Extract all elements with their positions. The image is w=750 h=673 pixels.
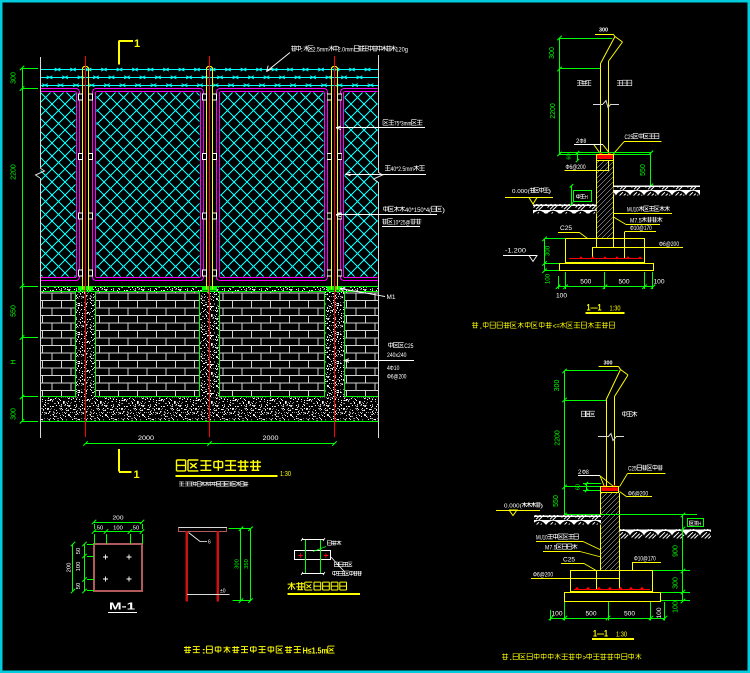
svg-text:50: 50 xyxy=(76,583,82,589)
svg-text:300: 300 xyxy=(604,361,613,367)
svg-text:.: . xyxy=(509,655,513,662)
svg-text:100: 100 xyxy=(545,273,552,284)
svg-text:240x240: 240x240 xyxy=(387,353,407,359)
svg-text:900: 900 xyxy=(673,545,680,557)
svg-text:1—1: 1—1 xyxy=(593,629,608,639)
svg-text:300: 300 xyxy=(545,245,552,256)
svg-text:40*2.5mm: 40*2.5mm xyxy=(391,166,414,173)
svg-text:100: 100 xyxy=(556,294,568,300)
svg-text:C25: C25 xyxy=(563,557,576,564)
svg-text:10*25@: 10*25@ xyxy=(393,220,410,227)
svg-text:): ) xyxy=(548,189,551,195)
svg-text:550: 550 xyxy=(553,495,560,507)
svg-text:2.0mm: 2.0mm xyxy=(338,47,354,54)
svg-text:Φ6@200: Φ6@200 xyxy=(628,492,649,498)
svg-text:Φ8: Φ8 xyxy=(582,470,589,476)
svg-text:100: 100 xyxy=(657,607,663,619)
svg-text:): ) xyxy=(540,504,543,510)
svg-text:2000: 2000 xyxy=(263,435,279,442)
svg-text:4Φ10: 4Φ10 xyxy=(387,366,400,372)
svg-text:500: 500 xyxy=(586,612,598,618)
svg-text:100: 100 xyxy=(673,601,680,613)
svg-text:2200: 2200 xyxy=(11,164,18,180)
svg-text:100: 100 xyxy=(76,562,82,572)
svg-text:50: 50 xyxy=(76,548,82,554)
svg-text:MU10: MU10 xyxy=(627,208,639,214)
svg-text:M-1: M-1 xyxy=(109,602,136,613)
svg-text:H: H xyxy=(585,195,588,201)
svg-text:Φ6@200: Φ6@200 xyxy=(659,242,680,248)
svg-text:550: 550 xyxy=(640,164,647,176)
svg-text::: : xyxy=(202,647,206,656)
svg-text:M7.5: M7.5 xyxy=(630,219,642,225)
svg-text:300: 300 xyxy=(599,28,608,34)
svg-text:1: 1 xyxy=(134,469,140,481)
svg-text:100: 100 xyxy=(113,526,123,532)
svg-text:Φ8: Φ8 xyxy=(580,139,587,145)
svg-text:100: 100 xyxy=(552,612,564,618)
svg-text:2000: 2000 xyxy=(138,435,154,442)
svg-text::: : xyxy=(300,47,304,54)
svg-text:300: 300 xyxy=(11,72,18,84)
svg-text:1—1: 1—1 xyxy=(587,303,602,313)
svg-text:300: 300 xyxy=(549,47,556,59)
svg-text:2.5mm: 2.5mm xyxy=(313,47,329,54)
svg-text:C25: C25 xyxy=(404,344,414,350)
svg-text:H≤1.5m: H≤1.5m xyxy=(303,647,328,656)
svg-text:): ) xyxy=(442,207,445,214)
svg-text:500: 500 xyxy=(624,612,636,618)
svg-text:Φ10@170: Φ10@170 xyxy=(634,557,656,563)
svg-text:120g: 120g xyxy=(395,47,408,54)
svg-text:0.000(: 0.000( xyxy=(512,189,530,195)
svg-text:C25: C25 xyxy=(625,135,634,141)
svg-text:M1: M1 xyxy=(387,294,396,301)
svg-text:200: 200 xyxy=(113,516,124,522)
svg-text:300: 300 xyxy=(235,559,241,569)
svg-text:50: 50 xyxy=(133,526,139,532)
svg-text:Φ6@200: Φ6@200 xyxy=(533,573,554,579)
svg-text::: : xyxy=(183,483,185,489)
svg-text:1:30: 1:30 xyxy=(616,632,627,639)
svg-text:500: 500 xyxy=(580,280,592,286)
svg-text:Φ6@200: Φ6@200 xyxy=(566,165,587,171)
svg-text:MU10: MU10 xyxy=(536,536,548,542)
svg-text:550: 550 xyxy=(11,305,18,317)
svg-text:±0: ±0 xyxy=(220,589,226,595)
svg-text:1:30: 1:30 xyxy=(280,469,291,478)
svg-text:<=: <= xyxy=(553,324,560,331)
svg-text:500: 500 xyxy=(619,280,631,286)
svg-text:2200: 2200 xyxy=(550,103,557,119)
svg-text:60: 60 xyxy=(567,153,573,159)
svg-text:M7.5: M7.5 xyxy=(545,546,557,552)
svg-text:H: H xyxy=(698,522,701,528)
svg-text:350: 350 xyxy=(244,559,250,569)
svg-text:2: 2 xyxy=(576,139,580,145)
svg-text:.: . xyxy=(479,324,483,331)
svg-text:2: 2 xyxy=(578,469,582,476)
svg-text:H: H xyxy=(11,359,18,364)
svg-text:1:30: 1:30 xyxy=(610,306,621,313)
svg-text:6: 6 xyxy=(208,540,211,546)
svg-text:C25: C25 xyxy=(628,467,637,473)
svg-text:300: 300 xyxy=(11,408,18,420)
svg-text:Φ10@170: Φ10@170 xyxy=(630,226,652,232)
svg-text:Φ6@200: Φ6@200 xyxy=(387,375,407,381)
svg-text:1: 1 xyxy=(134,38,140,50)
svg-text:0.000(: 0.000( xyxy=(504,504,522,510)
svg-text:>: > xyxy=(583,655,587,662)
svg-text:50: 50 xyxy=(97,526,103,532)
svg-text:300: 300 xyxy=(673,577,680,589)
svg-text:2200: 2200 xyxy=(555,430,562,446)
svg-text:200: 200 xyxy=(67,563,73,573)
svg-text:40*150*4(: 40*150*4( xyxy=(405,207,432,214)
svg-text:75*3mm: 75*3mm xyxy=(394,121,411,128)
svg-text:C25: C25 xyxy=(560,225,573,232)
svg-text:300: 300 xyxy=(554,380,561,392)
svg-text:100: 100 xyxy=(654,280,666,286)
svg-text:-1.200: -1.200 xyxy=(505,248,527,255)
svg-text:60: 60 xyxy=(576,484,582,490)
